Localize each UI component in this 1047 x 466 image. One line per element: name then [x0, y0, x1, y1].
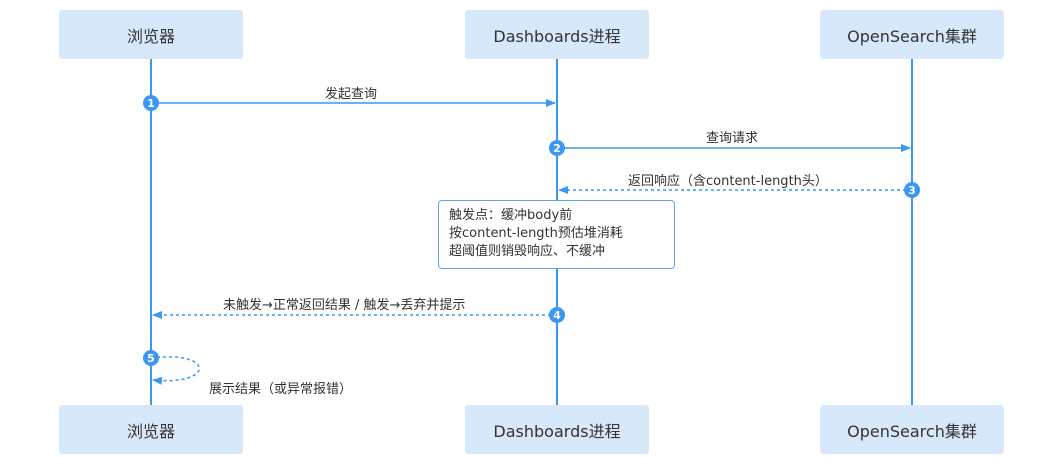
actor-dashboards-top: Dashboards进程 [465, 10, 649, 59]
note-line: 超阈值则销毁响应、不缓冲 [449, 244, 606, 259]
actor-dashboards-bottom: Dashboards进程 [465, 405, 649, 454]
message-4-label: 未触发→正常返回结果 / 触发→丢弃并提示 [223, 298, 466, 313]
actor-label: 浏览器 [126, 421, 175, 441]
actor-opensearch-top: OpenSearch集群 [820, 10, 1004, 59]
actor-opensearch-bottom: OpenSearch集群 [820, 405, 1004, 454]
step-badge-2: 2 [549, 140, 565, 156]
note-line: 按content-length预估堆消耗 [449, 226, 623, 241]
actor-label: OpenSearch集群 [847, 421, 977, 441]
note-line: 触发点：缓冲body前 [449, 208, 573, 223]
message-5-loop [150, 356, 200, 385]
actor-label: 浏览器 [126, 26, 175, 46]
message-3-label: 返回响应（含content-length头） [628, 174, 828, 189]
actor-browser-bottom: 浏览器 [59, 405, 243, 454]
step-badge-5: 5 [143, 350, 159, 366]
step-badge-4: 4 [549, 307, 565, 323]
actor-label: Dashboards进程 [493, 26, 621, 46]
step-badge-3: 3 [904, 182, 920, 198]
step-badge-1: 1 [143, 95, 159, 111]
actor-browser-top: 浏览器 [59, 10, 243, 59]
message-5-label: 展示结果（或异常报错） [209, 382, 353, 397]
actor-label: OpenSearch集群 [847, 26, 977, 46]
trigger-note: 触发点：缓冲body前 按content-length预估堆消耗 超阈值则销毁响… [438, 200, 675, 269]
message-1-label: 发起查询 [325, 87, 378, 102]
message-2-label: 查询请求 [706, 131, 759, 146]
actor-label: Dashboards进程 [493, 421, 621, 441]
